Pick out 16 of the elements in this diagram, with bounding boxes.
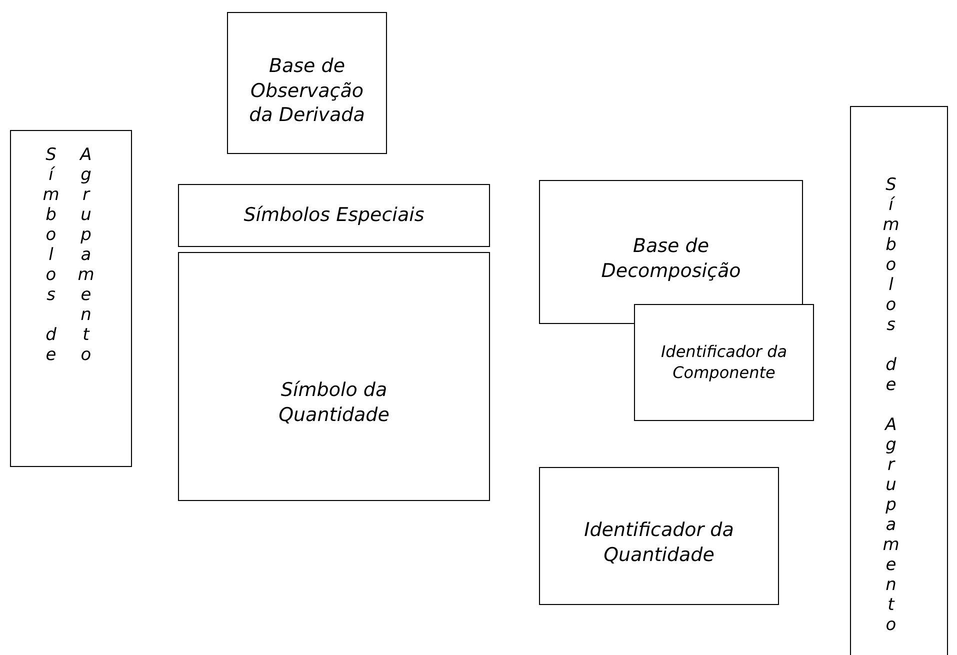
box-label: Base de Observação da Derivada [248,54,366,128]
box-label: Símbolos de Agrupamento [40,145,97,367]
box-label: Identificador da Componente [660,342,788,384]
box-label: Símbolos Especiais [244,203,424,228]
text-box [634,304,814,421]
text-box [178,252,490,501]
box-label: Símbolos de Agrupamento [880,175,902,635]
box-label: Identificador da Quantidade [583,518,735,568]
vertical-label-box [850,106,948,655]
vertical-label-box [10,130,132,467]
text-box [178,184,490,247]
text-box [539,467,779,605]
box-label: Símbolo da Quantidade [278,378,390,428]
box-label: Base de Decomposição [600,234,742,284]
text-box [539,180,803,324]
text-box [227,12,387,154]
